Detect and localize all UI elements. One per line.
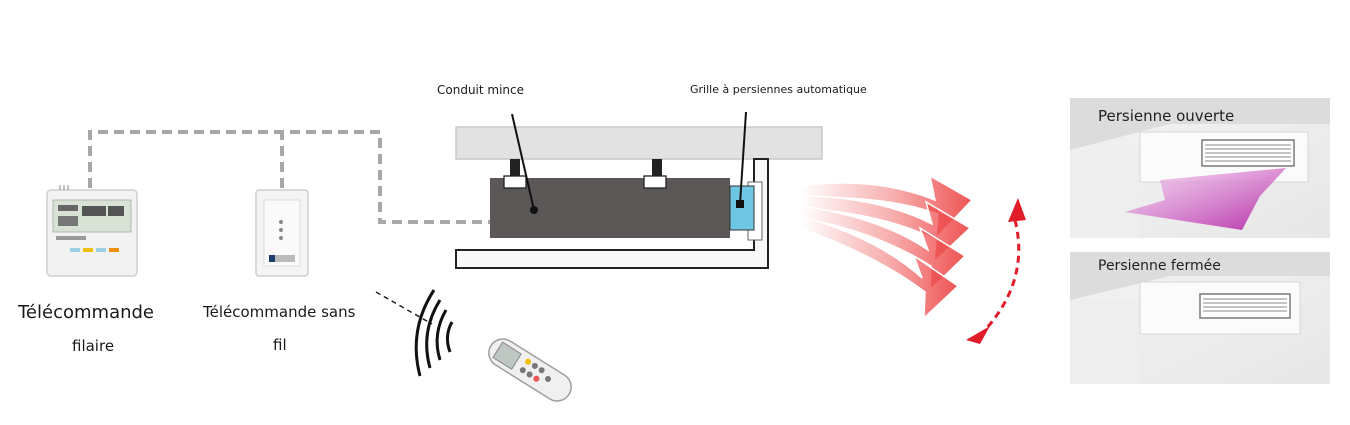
mounting-bracket: [503, 175, 667, 189]
wireless-remote-label-line1: Télécommande sans: [203, 303, 356, 321]
ceiling-slab: [455, 126, 823, 160]
wireless-remote-label-line2: fil: [273, 336, 287, 354]
pointer-dot: [530, 206, 538, 214]
wire-dashed-line: [88, 130, 490, 224]
louver-closed-label: Persienne fermée: [1098, 258, 1221, 274]
thin-duct-unit: [490, 178, 730, 238]
louver-closed-panel: [1070, 252, 1330, 384]
signal-dashed-line: [375, 291, 433, 325]
pointer-line: [739, 111, 747, 205]
swing-arrow-icon: [966, 198, 1026, 344]
hanger-rod: [652, 159, 662, 179]
wired-remote-controller: [46, 185, 138, 277]
thin-duct-label: Conduit mince: [437, 83, 525, 97]
auto-louver-grille-label: Grille à persiennes automatique: [690, 83, 867, 96]
wired-remote-label-line2: filaire: [72, 337, 115, 355]
purple-airflow-icon: [1125, 168, 1286, 230]
pointer-dot: [736, 200, 744, 208]
louver-open-label: Persienne ouverte: [1098, 107, 1235, 125]
false-ceiling-board: [455, 158, 769, 269]
louver-open-panel: [1070, 98, 1330, 238]
wired-remote-label-line1: Télécommande: [18, 302, 155, 323]
wireless-receiver-panel: [255, 189, 309, 277]
hanger-rod: [510, 159, 520, 179]
signal-waves-icon: [414, 289, 454, 377]
pointer-line: [511, 113, 535, 211]
airflow-arrows-icon: [799, 174, 974, 320]
handheld-remote-icon: [488, 338, 572, 402]
